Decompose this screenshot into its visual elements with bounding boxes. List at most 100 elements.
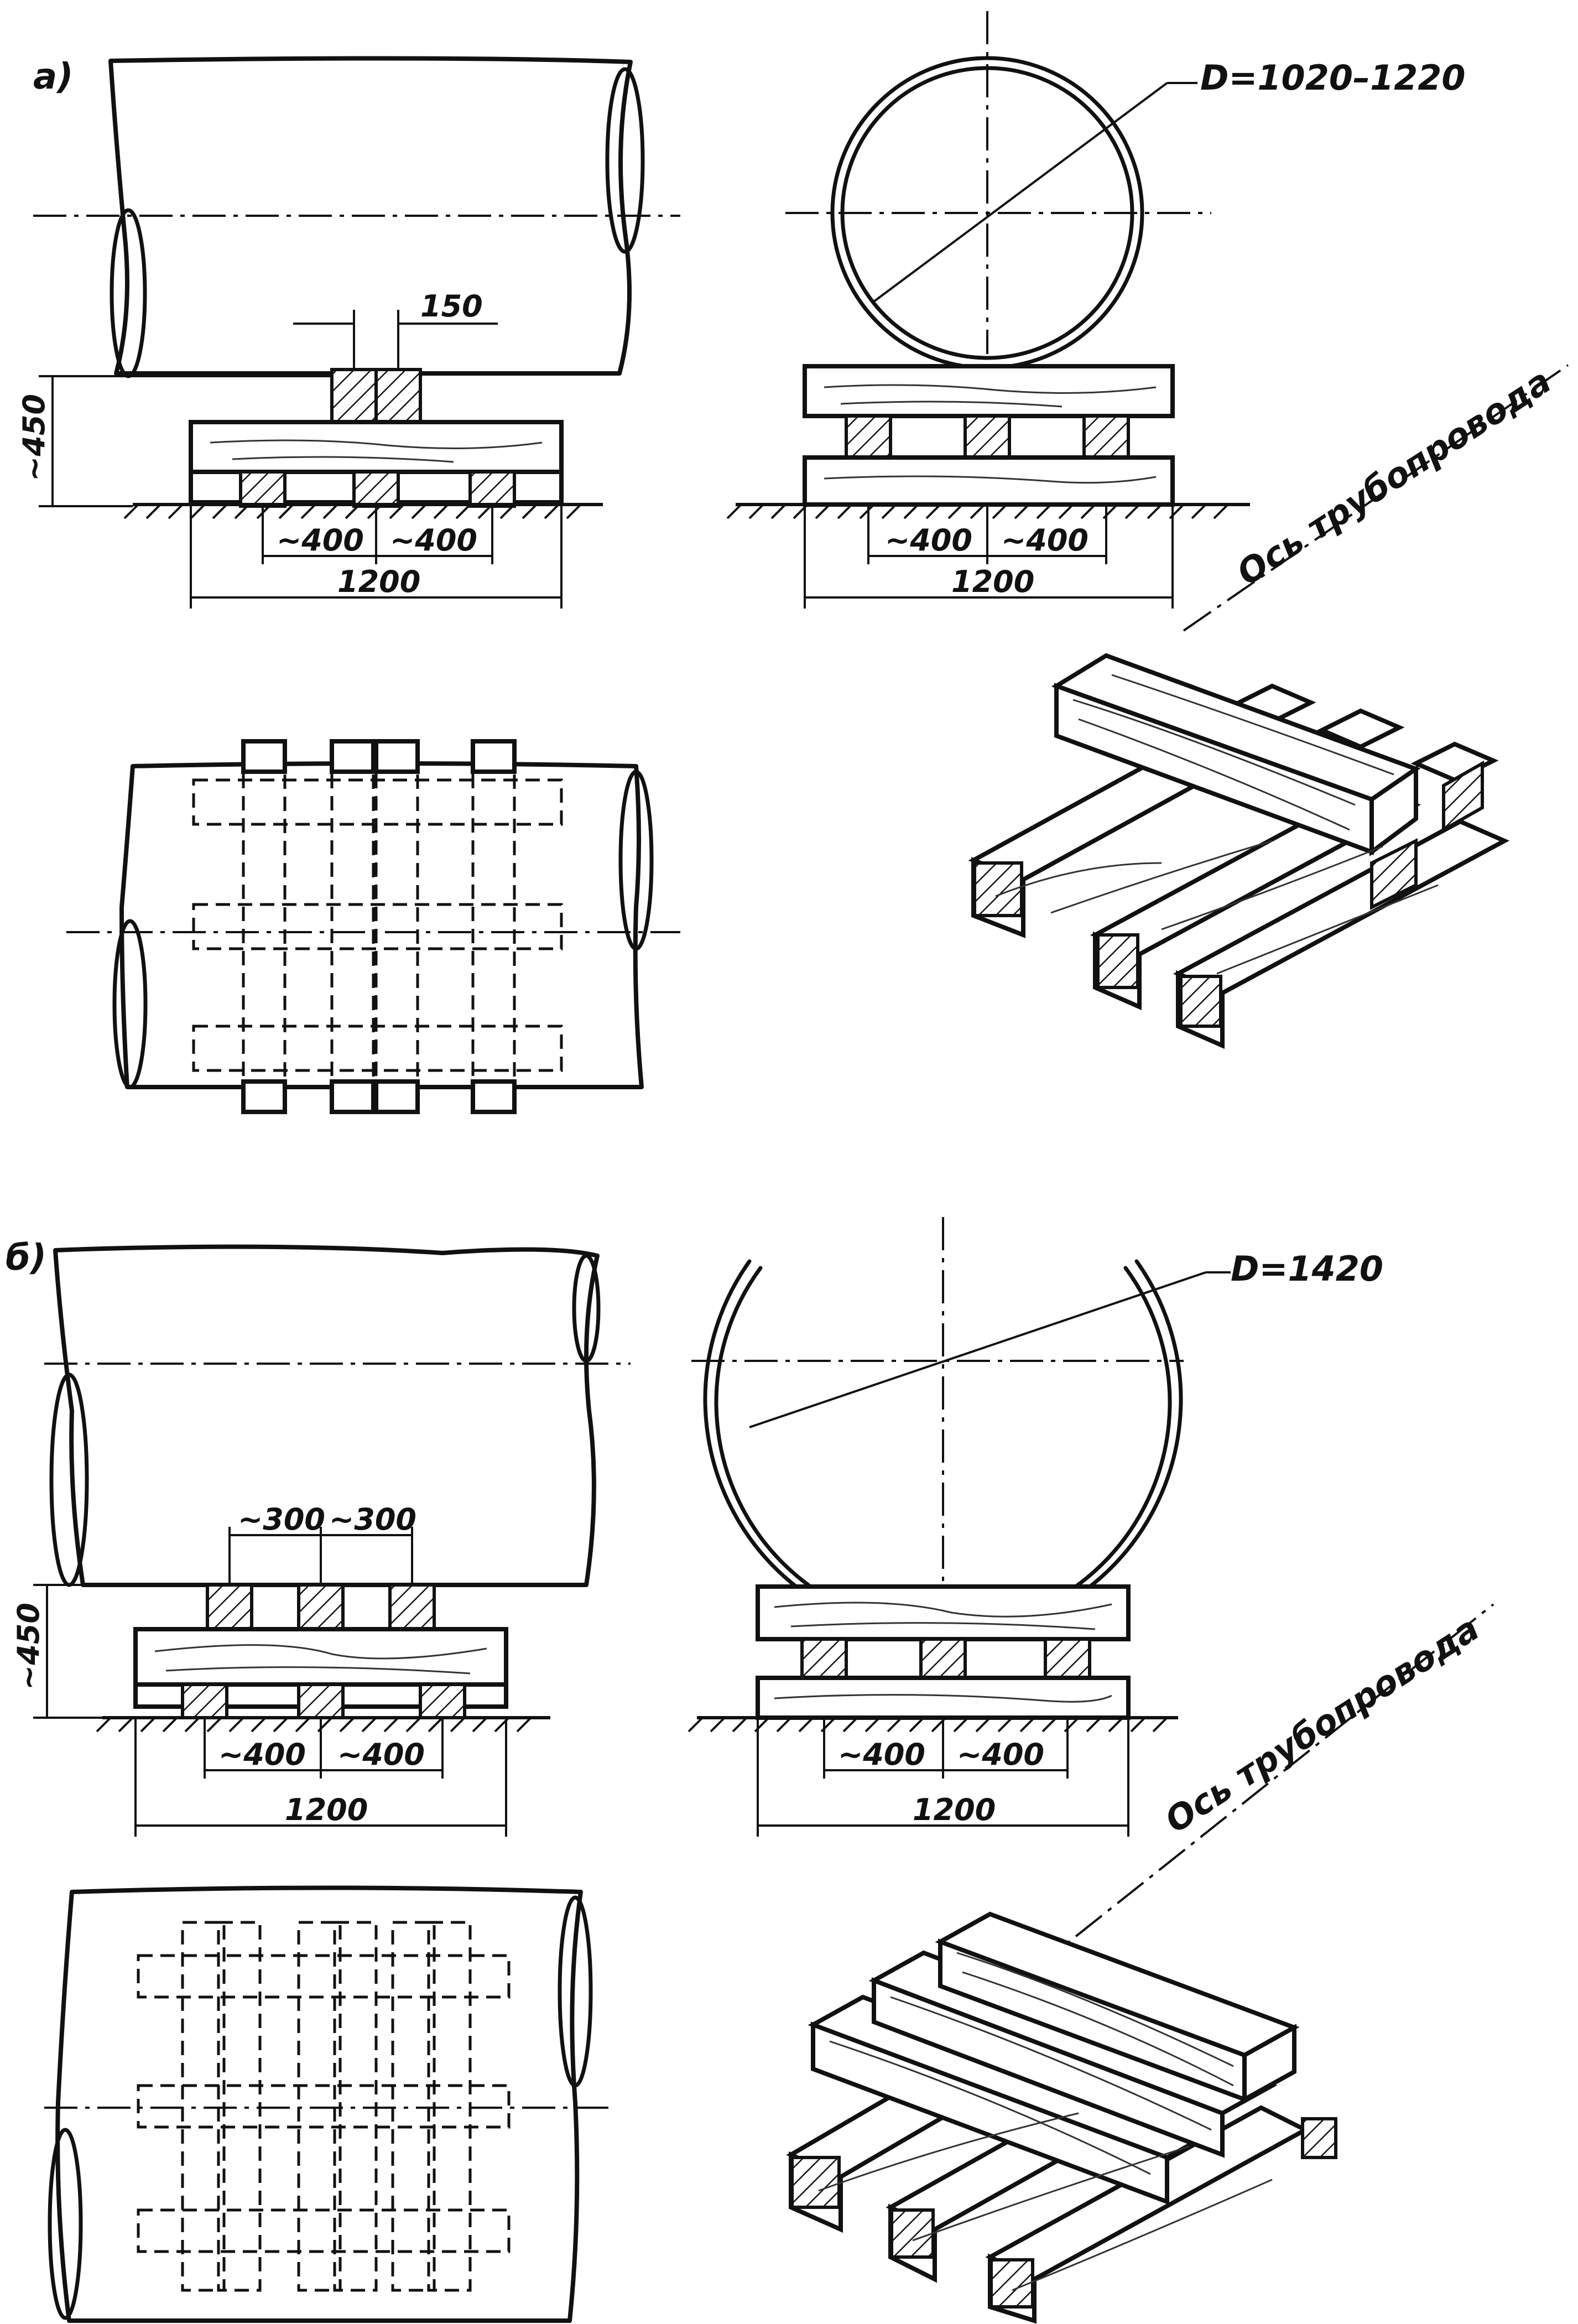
wood-grain bbox=[956, 1952, 1234, 2087]
beam-end bbox=[374, 739, 420, 774]
crossbeam bbox=[845, 414, 892, 459]
crossbeam bbox=[388, 1583, 436, 1631]
crossbeam bbox=[919, 1637, 967, 1680]
wood-grain bbox=[829, 1996, 1212, 2175]
wood-grain bbox=[824, 384, 1157, 408]
bottom-beam bbox=[803, 455, 1175, 507]
crossbeam bbox=[181, 1683, 228, 1719]
dim-left: ~400 bbox=[277, 523, 364, 558]
ground-hatch bbox=[688, 1717, 1168, 1733]
panel-b-side-view: ~300 ~300 ~450 ~400 ~400 1200 bbox=[11, 1244, 631, 1837]
ground-hatch bbox=[96, 1717, 532, 1733]
panel-a: а) 150 bbox=[17, 11, 1569, 1114]
beam-end-section bbox=[1301, 2117, 1337, 2159]
beam-end bbox=[471, 739, 517, 774]
panel-b-isometric-view: Ось трубопровода bbox=[786, 1603, 1494, 2324]
beam-end bbox=[374, 1079, 420, 1114]
pipeline-axis-label: Ось трубопровода bbox=[1158, 1608, 1486, 1841]
iso-middle-layer bbox=[808, 1950, 1278, 2205]
dim-total: 1200 bbox=[913, 1792, 996, 1827]
ground-hatch bbox=[726, 503, 1229, 519]
crossbeam bbox=[1082, 414, 1130, 459]
pipe-end-ellipse bbox=[618, 770, 654, 951]
hidden-beam bbox=[192, 903, 563, 950]
crossbeam bbox=[1044, 1637, 1091, 1680]
beam-end-section bbox=[890, 2208, 935, 2259]
wood-grain bbox=[774, 1694, 1112, 1703]
panel-b: б) ~300 ~300 bbox=[6, 1217, 1494, 2324]
diameter-leader bbox=[873, 82, 1168, 303]
beam-end bbox=[330, 1079, 376, 1114]
beam-end bbox=[241, 739, 287, 774]
dim-right: ~400 bbox=[957, 1737, 1044, 1772]
dim-left: ~400 bbox=[218, 1737, 306, 1772]
crossbeam bbox=[800, 1637, 848, 1680]
pipe-plan bbox=[55, 1885, 583, 2323]
dim-top-left: ~300 bbox=[238, 1502, 325, 1537]
iso-middle-layer bbox=[1228, 683, 1499, 910]
wood-grain bbox=[154, 1644, 487, 1675]
panel-a-label: а) bbox=[33, 56, 73, 97]
beam-end bbox=[471, 1079, 517, 1114]
beam-end-section bbox=[989, 2258, 1034, 2309]
panel-b-label: б) bbox=[6, 1238, 46, 1278]
panel-a-plan-view bbox=[66, 739, 680, 1114]
crossbeam bbox=[964, 414, 1011, 459]
wood-grain bbox=[210, 439, 543, 463]
iso-top-layer bbox=[935, 1911, 1337, 2159]
panel-b-front-view: D=1420 ~400 ~400 1200 bbox=[688, 1217, 1383, 1837]
dim-gap: 150 bbox=[420, 289, 483, 324]
pipe-side bbox=[53, 1244, 600, 1587]
beam-end-section bbox=[1179, 975, 1222, 1028]
dim-top-right: ~300 bbox=[329, 1502, 416, 1537]
dim-total: 1200 bbox=[285, 1792, 368, 1827]
iso-bottom-layer bbox=[968, 763, 1510, 1049]
long-beam bbox=[756, 1584, 1131, 1641]
hidden-crossbeam bbox=[297, 1921, 342, 2292]
pipe-plan bbox=[119, 761, 644, 1089]
pipeline-axis-label: Ось трубопровода bbox=[1230, 361, 1558, 594]
hidden-crossbeam bbox=[181, 1921, 226, 2292]
panel-a-front-view: D=1020–1220 ~400 ~400 1200 bbox=[726, 11, 1466, 609]
wood-grain bbox=[774, 1602, 1112, 1630]
dim-total: 1200 bbox=[951, 564, 1034, 599]
iso-top-layer bbox=[1051, 653, 1421, 856]
crossbeam bbox=[297, 1583, 345, 1631]
dim-left: ~400 bbox=[838, 1737, 925, 1772]
crossbeam bbox=[206, 1583, 253, 1631]
hidden-crossbeam bbox=[333, 1921, 378, 2292]
pipe-inner-circle bbox=[840, 66, 1134, 360]
pipeline-axis-line bbox=[1033, 1603, 1494, 1971]
hidden-crossbeam bbox=[391, 1921, 436, 2292]
wood-grain bbox=[824, 475, 1157, 484]
crossbeam bbox=[330, 368, 378, 424]
beam-end bbox=[330, 739, 376, 774]
pipe-end-ellipse bbox=[605, 67, 645, 254]
hidden-beam bbox=[137, 2084, 511, 2129]
dim-total: 1200 bbox=[337, 564, 420, 599]
wood-grain bbox=[818, 2112, 1273, 2291]
dim-left: ~400 bbox=[885, 523, 972, 558]
hidden-beam bbox=[137, 1954, 511, 1999]
crossbeam bbox=[239, 470, 287, 508]
crossbeam bbox=[419, 1683, 466, 1719]
wood-grain bbox=[1072, 674, 1394, 831]
long-beam bbox=[133, 1627, 508, 1687]
pipe-end-ellipse bbox=[112, 919, 148, 1089]
hidden-crossbeam bbox=[217, 1921, 262, 2292]
wood-grain bbox=[995, 840, 1439, 975]
crossbeam bbox=[374, 368, 422, 424]
dim-height: ~450 bbox=[17, 394, 51, 481]
dim-height: ~450 bbox=[11, 1603, 46, 1690]
diameter-label: D=1020–1220 bbox=[1200, 58, 1466, 98]
bottom-beam bbox=[756, 1676, 1131, 1720]
dim-right: ~400 bbox=[1001, 523, 1089, 558]
pipe-end-ellipse bbox=[48, 2128, 83, 2320]
ground-hatch bbox=[123, 503, 582, 519]
beam-end bbox=[241, 1079, 287, 1114]
pipeline-axis-line bbox=[1183, 364, 1569, 632]
hidden-beam bbox=[137, 2208, 511, 2253]
diameter-label: D=1420 bbox=[1231, 1249, 1383, 1289]
hidden-crossbeam bbox=[427, 1921, 472, 2292]
